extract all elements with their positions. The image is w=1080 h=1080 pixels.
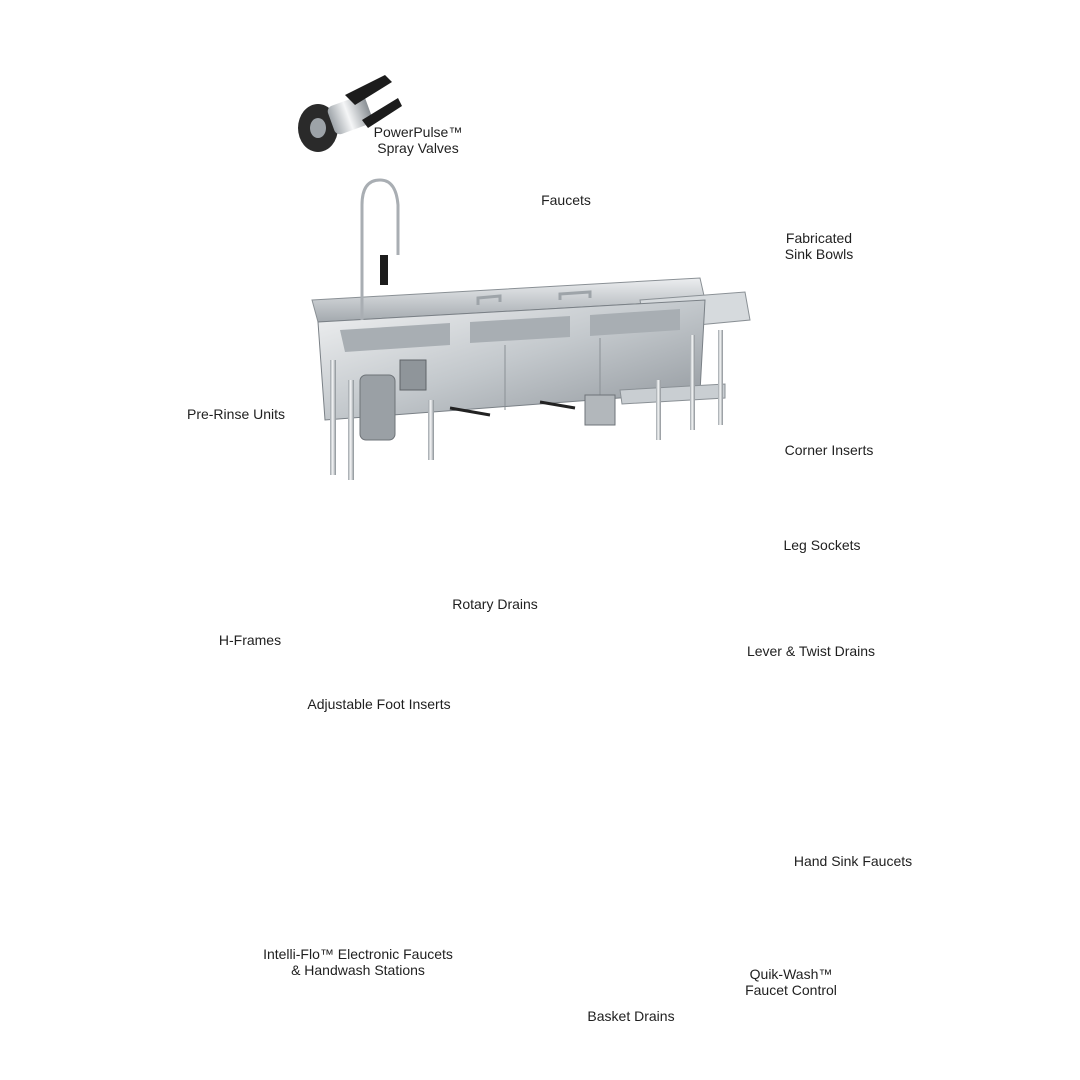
three-compartment-sink-icon <box>311 178 751 480</box>
label-fabricated-sink-bowls: Fabricated Sink Bowls <box>784 230 854 262</box>
spray-valve-icon <box>298 75 402 152</box>
label-lever-twist-drains: Lever & Twist Drains <box>746 643 876 659</box>
label-powerpulse-spray-valves: PowerPulse™ Spray Valves <box>373 124 463 156</box>
label-pre-rinse-units: Pre-Rinse Units <box>186 406 286 422</box>
label-corner-inserts: Corner Inserts <box>784 442 874 458</box>
label-basket-drains: Basket Drains <box>587 1008 675 1024</box>
label-faucets: Faucets <box>541 192 591 208</box>
label-rotary-drains: Rotary Drains <box>452 596 538 612</box>
label-adjustable-foot-inserts: Adjustable Foot Inserts <box>307 696 451 712</box>
label-intelli-flo: Intelli-Flo™ Electronic Faucets & Handwa… <box>263 946 453 978</box>
label-leg-sockets: Leg Sockets <box>783 537 861 553</box>
label-quik-wash: Quik-Wash™ Faucet Control <box>745 966 837 998</box>
label-h-frames: H-Frames <box>218 632 282 648</box>
label-hand-sink-faucets: Hand Sink Faucets <box>793 853 913 869</box>
